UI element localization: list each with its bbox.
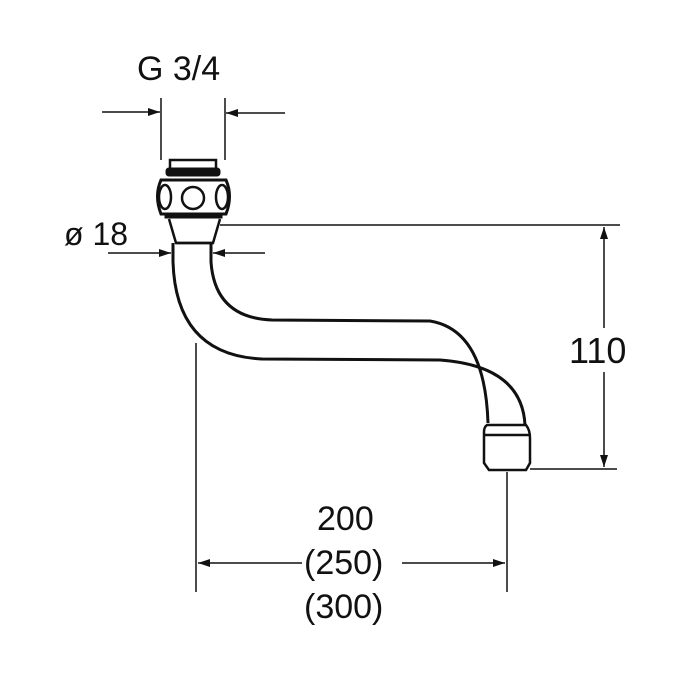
thread-nut [165, 158, 221, 177]
pipe-inner-edge [209, 243, 490, 424]
spout [156, 158, 532, 472]
projection-label-200: 200 [317, 500, 374, 538]
thread-size-label: G 3/4 [137, 50, 221, 88]
neck [167, 218, 222, 245]
pipe-outer-edge [171, 243, 527, 426]
dimension-lines [102, 98, 620, 592]
projection-label-250: (250) [304, 544, 384, 582]
aerator [482, 423, 532, 472]
height-label: 110 [569, 330, 627, 371]
pipe-diameter-label: ø 18 [64, 216, 129, 252]
projection-label-300: (300) [304, 588, 384, 626]
union-body [156, 178, 231, 219]
